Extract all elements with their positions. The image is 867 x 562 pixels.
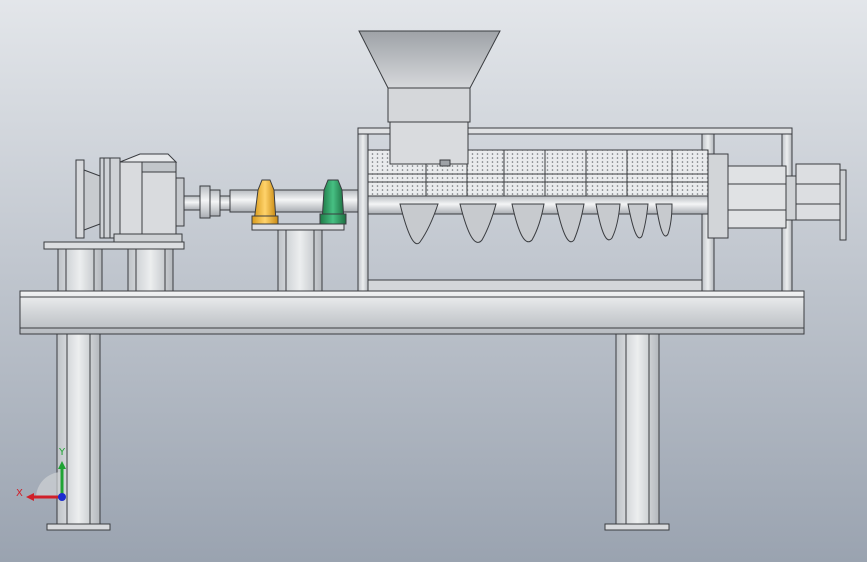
y-axis-label: Y [58, 447, 66, 458]
discharge-assembly [707, 153, 847, 241]
coordinate-triad: X Y [16, 447, 66, 501]
screw-flights [399, 203, 673, 245]
x-axis-label: X [16, 488, 23, 499]
feed-hopper [358, 30, 501, 167]
bearing-housing-yellow [251, 179, 279, 225]
bearing-pedestal [251, 223, 345, 292]
bearing-housing-green [319, 179, 347, 225]
left-leg [46, 333, 111, 531]
right-leg [604, 333, 670, 531]
gear-motor [75, 153, 185, 243]
motor-stand [43, 241, 185, 292]
main-beam [19, 290, 805, 335]
